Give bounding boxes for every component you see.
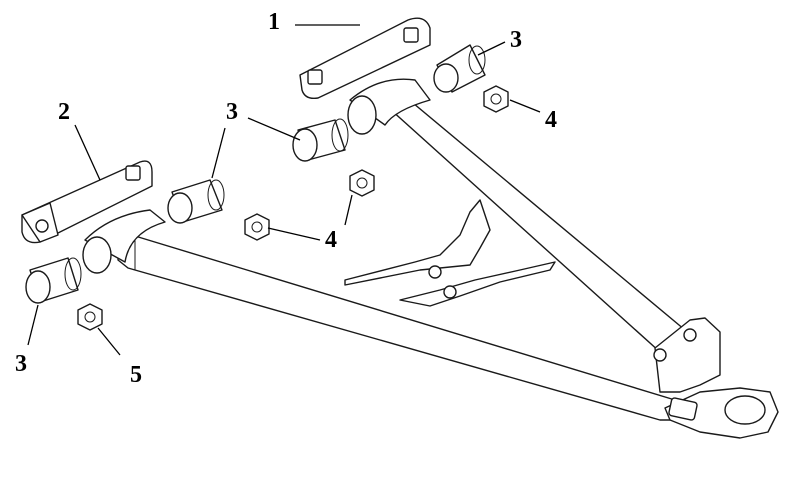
bushing-left-lower xyxy=(25,257,82,304)
nut-bottom-left xyxy=(77,303,103,331)
bushing-left-upper xyxy=(167,179,225,224)
callout-5: 5 xyxy=(130,362,142,388)
a-arm-frame xyxy=(82,78,779,439)
callout-3-center: 3 xyxy=(226,99,238,125)
leader-lines xyxy=(27,24,541,356)
bushing-top-right xyxy=(433,44,486,93)
callout-4-top-right: 4 xyxy=(545,107,557,133)
callout-4-center: 4 xyxy=(325,227,337,253)
nut-top-right xyxy=(483,85,509,113)
nut-left-center xyxy=(244,213,270,241)
bushing-center xyxy=(292,118,349,162)
callout-1: 1 xyxy=(268,9,280,35)
mounting-plate-1 xyxy=(299,17,431,100)
callout-2: 2 xyxy=(58,99,70,125)
nut-center xyxy=(349,169,375,197)
mounting-bracket-2 xyxy=(21,160,153,244)
callout-3-bottom-left: 3 xyxy=(15,351,27,377)
callout-3-top-right: 3 xyxy=(510,27,522,53)
